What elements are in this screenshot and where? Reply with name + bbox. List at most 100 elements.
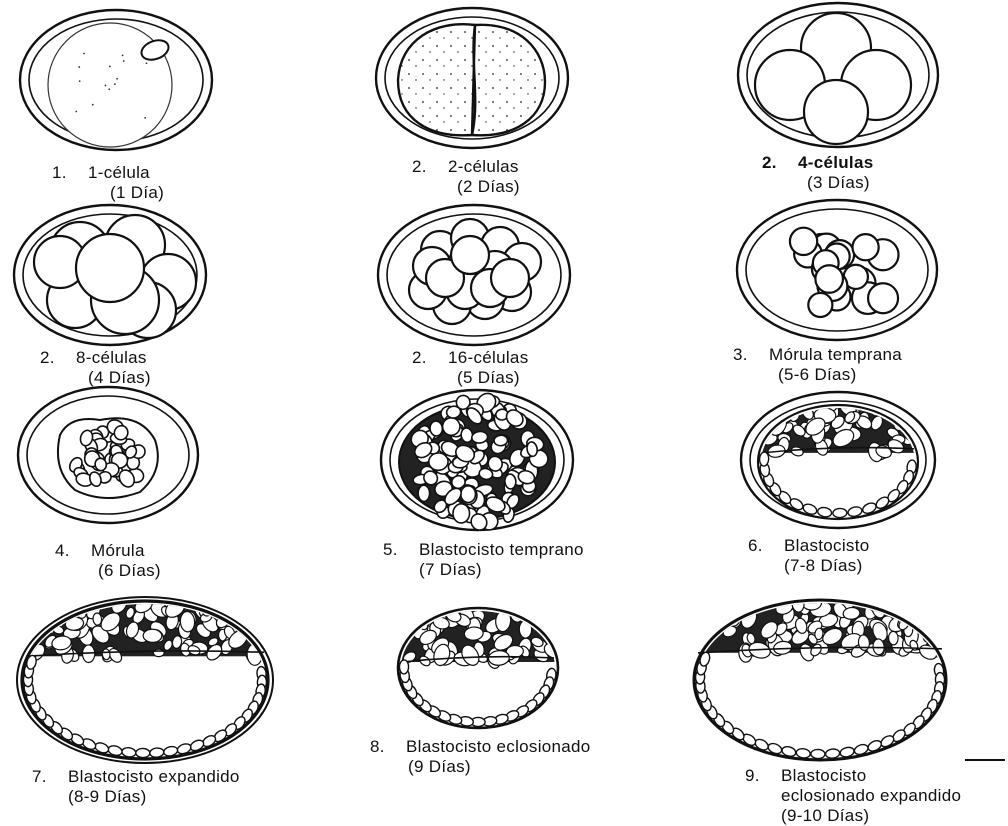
icm-cell xyxy=(539,611,552,626)
cytoplasm-dot xyxy=(114,83,116,85)
caption-stage-12: 9.Blastocisto eclosionado expandido (9-1… xyxy=(745,766,961,826)
icm-cell xyxy=(694,592,711,609)
icm-cell xyxy=(390,603,411,622)
early-blastocyst-cell xyxy=(429,420,443,436)
cytoplasm-dot xyxy=(105,85,107,87)
icm-cell xyxy=(31,599,41,606)
cytoplasm-dot xyxy=(109,66,111,68)
icm-cell xyxy=(392,610,411,632)
stage-4-cell-drawing xyxy=(738,3,938,147)
caption-stage-8: 5.Blastocisto temprano (7 Días) xyxy=(383,540,584,580)
early-blastocyst-cell xyxy=(418,485,430,502)
caption-stage-1: 1.1-célula (1 Día) xyxy=(52,163,164,203)
stage-1-cell-drawing xyxy=(20,10,212,150)
caption-stage-3: 2.4-células (3 Días) xyxy=(762,153,873,193)
icm-cell xyxy=(699,589,723,611)
icm-cell xyxy=(25,612,41,623)
icm-cell xyxy=(547,601,562,616)
trophectoderm-cell xyxy=(399,660,408,674)
caption-stage-5: 2.16-células (5 Días) xyxy=(412,348,529,388)
cytoplasm-dot xyxy=(116,78,118,80)
stage-hatched-blastocyst-drawing xyxy=(390,600,570,728)
trophectoderm-cell xyxy=(759,452,769,466)
icm-cell xyxy=(20,616,35,633)
icm-cell xyxy=(207,596,222,609)
early-blastocyst-cell xyxy=(504,474,516,490)
icm-cell xyxy=(907,593,932,620)
icm-cell xyxy=(44,596,60,609)
icm-cell xyxy=(545,607,566,631)
icm-cell xyxy=(20,591,39,615)
trophectoderm-cell xyxy=(136,748,150,757)
icm-cell xyxy=(233,591,250,613)
icm-cell xyxy=(227,610,243,622)
cytoplasm-dot xyxy=(146,62,148,64)
icm-cell xyxy=(143,629,162,643)
cytoplasm-dot xyxy=(108,88,110,90)
caption-stage-4: 2.8-células (4 Días) xyxy=(40,348,151,388)
icm-cell xyxy=(696,602,714,621)
blastomere xyxy=(451,236,489,274)
icm-cell xyxy=(545,608,570,628)
caption-stage-2: 2.2-células (2 Días) xyxy=(412,157,520,197)
blastomere xyxy=(804,80,868,144)
cytoplasm-dot xyxy=(83,53,85,55)
icm-cell xyxy=(696,602,716,623)
stage-early-blastocyst-drawing xyxy=(381,390,573,534)
icm-cell xyxy=(927,594,939,607)
icm-cell xyxy=(927,605,951,630)
trophectoderm-cell xyxy=(833,508,847,517)
cytoplasm-dot xyxy=(123,60,125,62)
blastomere xyxy=(76,234,144,302)
icm-cell xyxy=(888,631,898,645)
early-blastocyst-cell xyxy=(461,486,476,503)
icm-cell xyxy=(915,615,923,625)
caption-stage-7: 4.Mórula (6 Días) xyxy=(55,541,161,581)
icm-cell xyxy=(910,589,932,612)
icm-cell xyxy=(701,626,715,636)
icm-cell xyxy=(253,629,268,643)
blastomere xyxy=(790,228,817,255)
cytoplasm-dot xyxy=(92,104,94,106)
blastomere xyxy=(808,293,832,317)
icm-cell xyxy=(253,620,271,637)
stage-expanded-blastocyst-drawing xyxy=(15,591,273,763)
early-blastocyst-cell xyxy=(494,435,508,446)
icm-cell xyxy=(932,618,948,637)
cytoplasm-dot xyxy=(75,111,77,113)
stage-hatched-expanded-blastocyst-drawing xyxy=(687,589,952,760)
icm-cell xyxy=(897,604,911,615)
icm-cell xyxy=(903,602,921,619)
icm-cell xyxy=(695,619,709,638)
caption-stage-11: 8.Blastocisto eclosionado (9 Días) xyxy=(370,737,591,777)
blastomere xyxy=(815,265,843,293)
stage-2-cell-drawing xyxy=(376,8,568,148)
icm-cell xyxy=(238,604,258,622)
icm-cell xyxy=(549,603,562,617)
cytoplasm-dot xyxy=(122,54,124,56)
blastomere xyxy=(853,234,879,260)
trophectoderm-cell xyxy=(811,749,825,758)
icm-cell xyxy=(900,595,923,613)
icm-cell xyxy=(401,609,417,626)
icm-cell xyxy=(47,598,70,621)
icm-cell xyxy=(911,604,925,617)
stage-morula-drawing xyxy=(18,387,198,523)
early-blastocyst-cell xyxy=(453,504,470,524)
icm-cell xyxy=(723,593,747,616)
cytoplasm-dot xyxy=(79,80,81,82)
icm-cell xyxy=(37,610,54,628)
caption-stage-9: 6.Blastocisto (7-8 Días) xyxy=(748,536,870,576)
icm-cell xyxy=(908,399,920,413)
stage-blastocyst-drawing xyxy=(741,392,935,528)
icm-cell xyxy=(918,594,936,612)
caption-stage-6: 3.Mórula temprana (5-6 Días) xyxy=(733,345,902,385)
cytoplasm-dot xyxy=(78,66,80,68)
icm-cell xyxy=(697,597,720,614)
icm-cell xyxy=(259,602,273,621)
icm-cell xyxy=(687,626,706,644)
early-blastocyst-cell xyxy=(429,453,449,471)
icm-cell xyxy=(917,606,926,618)
blastomere xyxy=(868,283,898,313)
